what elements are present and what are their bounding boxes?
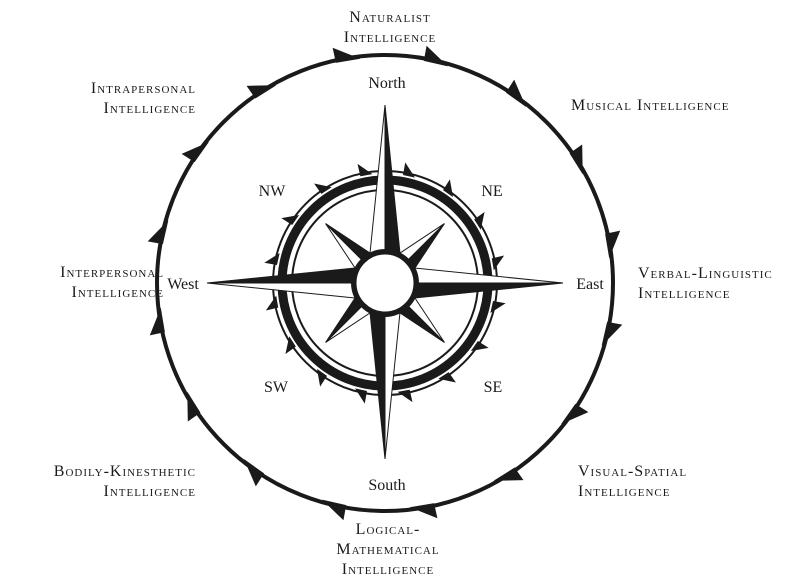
outer-ring-tab: [424, 47, 446, 66]
outer-ring-tab: [245, 461, 263, 486]
interpersonal-intelligence-label: Interpersonal Intelligence: [0, 263, 164, 303]
label-line: Visual-Spatial: [578, 462, 687, 482]
east-label: East: [576, 276, 604, 293]
outer-ring-tab: [563, 405, 588, 423]
verbal-linguistic-intelligence-label: Verbal-Linguistic Intelligence: [638, 264, 773, 304]
inner-ring-tab: [358, 165, 371, 176]
north-label: North: [368, 75, 405, 92]
outer-ring-tab: [183, 143, 208, 161]
outer-ring-tab: [149, 222, 168, 244]
label-line: Intelligence: [310, 28, 470, 48]
inner-ring-tab: [356, 389, 366, 402]
label-line: Intelligence: [638, 284, 773, 304]
inner-ring-tab: [491, 302, 504, 312]
label-line: Mathematical: [300, 540, 476, 560]
inner-ring-tab: [444, 181, 453, 196]
label-line: Intelligence: [300, 560, 476, 580]
musical-intelligence-label: Musical Intelligence: [571, 96, 729, 116]
visual-spatial-intelligence-label: Visual-Spatial Intelligence: [578, 462, 687, 502]
inner-ring-tab: [492, 256, 503, 269]
inner-ring-tab: [472, 342, 487, 351]
south-label: South: [368, 477, 405, 494]
inner-ring-tab: [404, 164, 414, 177]
inner-ring-tab: [399, 390, 412, 401]
label-line: Intelligence: [20, 99, 196, 119]
logical-mathematical-intelligence-label: Logical- Mathematical Intelligence: [300, 520, 476, 580]
outer-ring-tab: [603, 322, 622, 344]
label-line: Intrapersonal: [20, 79, 196, 99]
inner-ring-tab: [318, 370, 327, 385]
southeast-label: SE: [484, 379, 503, 396]
label-line: Naturalist: [310, 8, 470, 28]
label-line: Musical Intelligence: [571, 96, 729, 116]
label-line: Verbal-Linguistic: [638, 264, 773, 284]
inner-ring-tab: [267, 297, 278, 310]
northwest-label: NW: [259, 183, 287, 200]
outer-ring-tab: [324, 501, 346, 520]
label-line: Intelligence: [578, 482, 687, 502]
label-line: Bodily-Kinesthetic: [10, 462, 196, 482]
southwest-label: SW: [264, 379, 289, 396]
outer-ring-tab: [507, 81, 525, 106]
center-hub: [356, 254, 414, 312]
label-line: Logical-: [300, 520, 476, 540]
intrapersonal-intelligence-label: Intrapersonal Intelligence: [20, 79, 196, 119]
naturalist-intelligence-label: Naturalist Intelligence: [310, 8, 470, 48]
label-line: Intelligence: [0, 283, 164, 303]
west-label: West: [167, 276, 199, 293]
label-line: Intelligence: [10, 482, 196, 502]
bodily-kinesthetic-intelligence-label: Bodily-Kinesthetic Intelligence: [10, 462, 196, 502]
label-line: Interpersonal: [0, 263, 164, 283]
inner-ring-tab: [283, 216, 298, 225]
northeast-label: NE: [481, 183, 502, 200]
inner-ring-tab: [266, 254, 279, 264]
